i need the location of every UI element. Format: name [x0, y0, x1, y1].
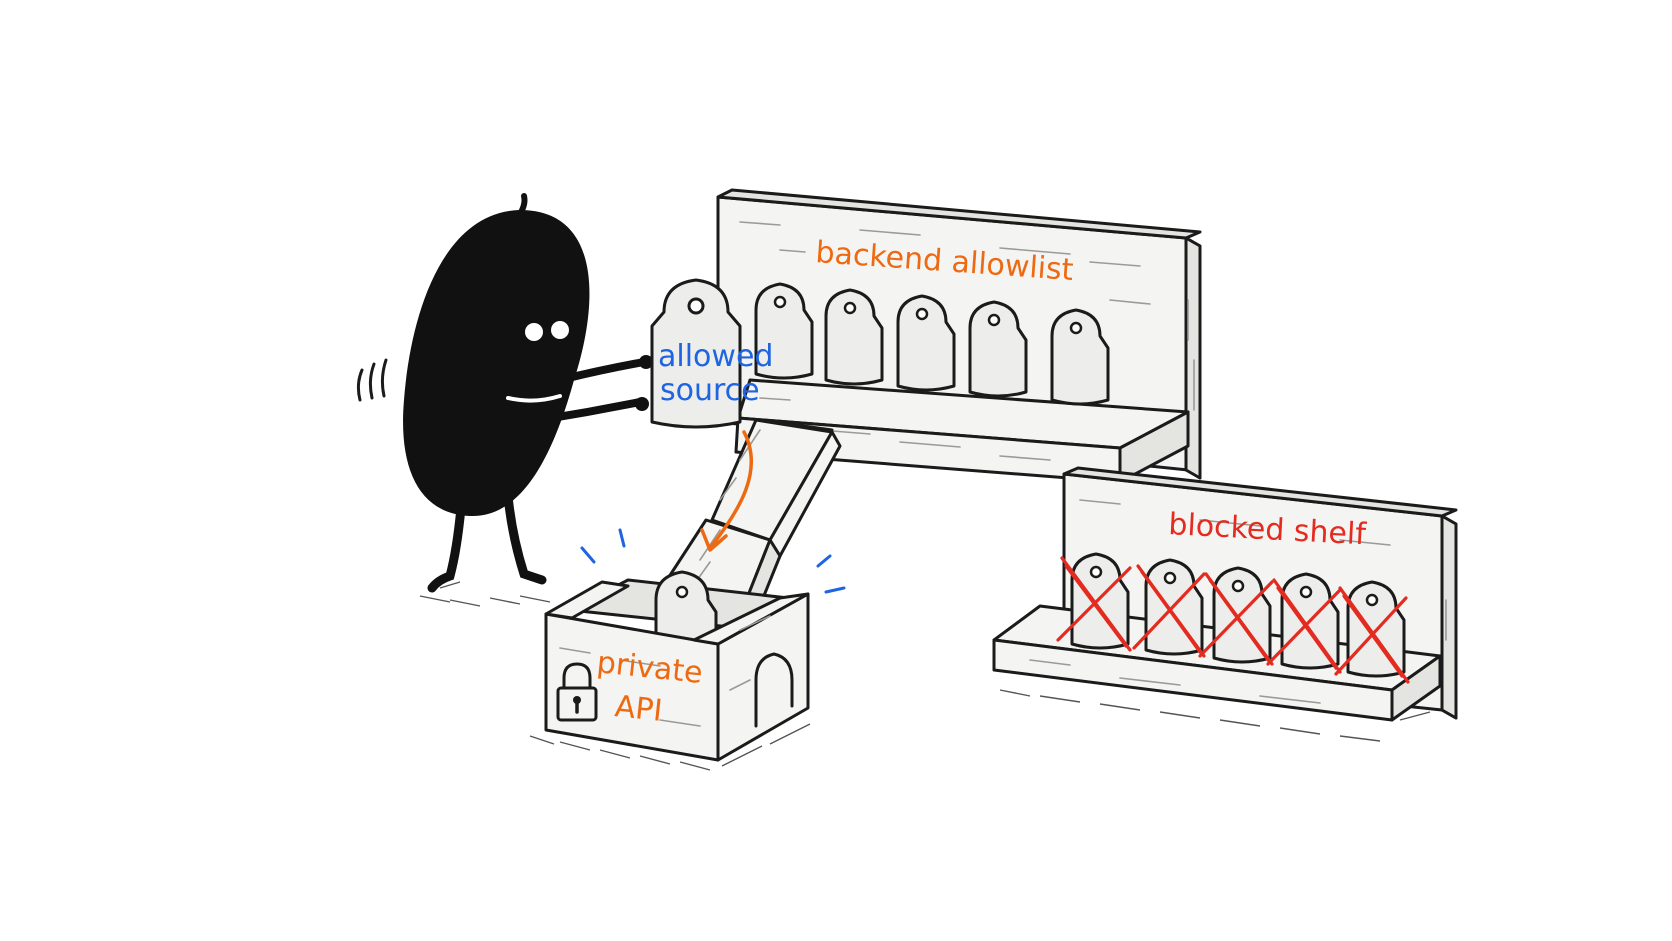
red-x-mark: [1132, 564, 1206, 658]
luggage-tag-icon: [824, 288, 884, 386]
allowed-source-tag: allowed source: [650, 278, 773, 429]
blocked-x-marks: [1056, 556, 1410, 684]
red-x-mark: [1266, 578, 1342, 674]
flow-arrow: [700, 430, 754, 552]
api-label-line2: API: [613, 689, 664, 729]
luggage-tag-icon: [1070, 552, 1130, 650]
tag-label-line1: allowed: [658, 339, 773, 374]
tag-label-line2: source: [660, 373, 760, 408]
red-x-mark: [1334, 586, 1410, 684]
character: [356, 193, 653, 607]
allowlist-tags: [754, 282, 1110, 406]
luggage-tag-icon: [1050, 308, 1110, 406]
red-x-mark: [1198, 572, 1274, 666]
sparkle-lines: [580, 528, 846, 594]
luggage-tag-icon: [896, 294, 956, 392]
private-api-box: [529, 570, 811, 771]
red-x-mark: [1056, 556, 1132, 652]
padlock-icon: [556, 662, 598, 722]
luggage-tag-icon: [968, 300, 1028, 398]
luggage-tag-icon: [754, 282, 814, 380]
